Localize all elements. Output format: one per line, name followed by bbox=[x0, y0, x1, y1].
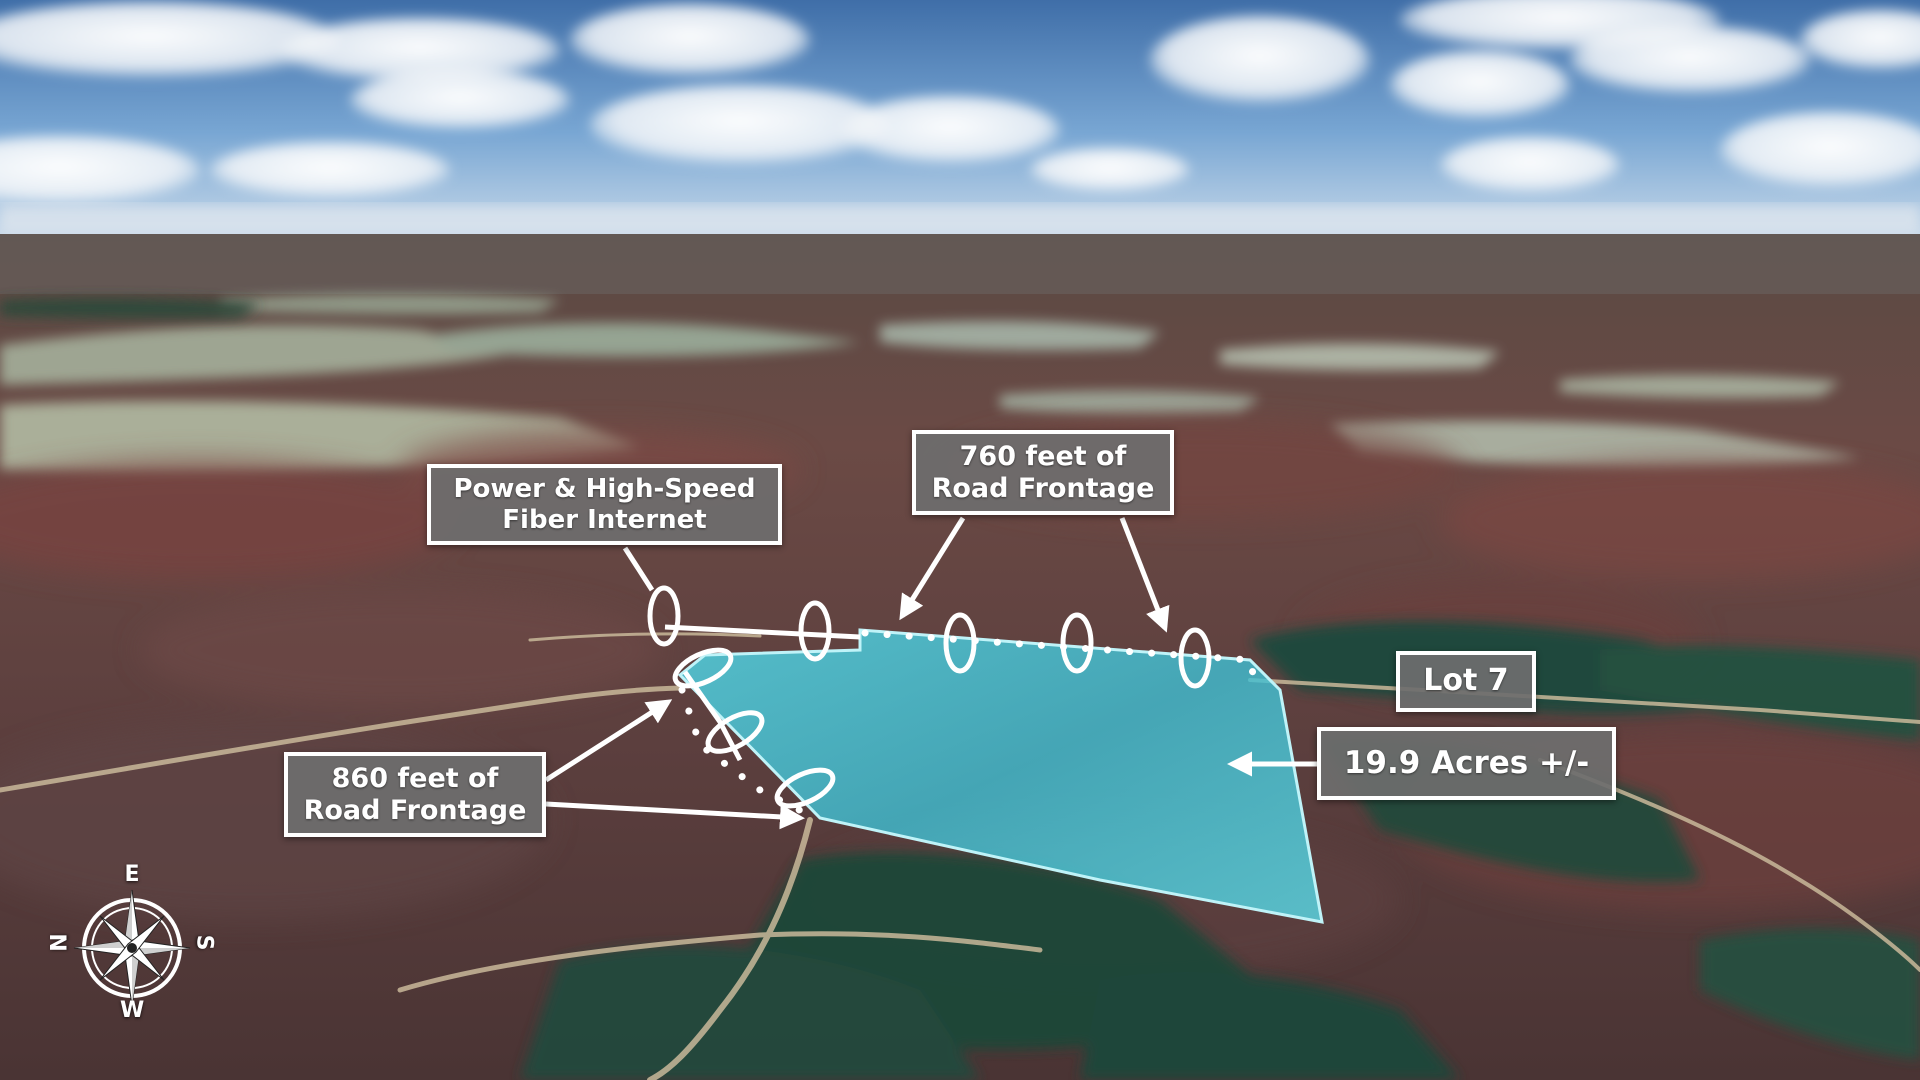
compass-top-letter: E bbox=[124, 862, 140, 887]
marker-corner bbox=[672, 647, 734, 689]
callout-lot-number: Lot 7 bbox=[1396, 651, 1536, 712]
compass-bottom-letter: W bbox=[120, 998, 145, 1023]
callout-arrows bbox=[544, 516, 1317, 830]
arrow-760-left bbox=[899, 516, 966, 621]
fields bbox=[0, 294, 1860, 473]
arrow-760-right bbox=[1119, 517, 1170, 633]
callout-power-internet: Power & High-Speed Fiber Internet bbox=[427, 464, 782, 545]
lot-label: Lot 7 bbox=[1423, 663, 1509, 699]
arrow-860-upper bbox=[544, 699, 673, 783]
compass-left-letter: N bbox=[47, 933, 73, 952]
marker-frontage-4 bbox=[1178, 627, 1212, 689]
compass-right-letter: S bbox=[191, 934, 217, 951]
marker-frontage-2 bbox=[943, 612, 977, 674]
arrow-860-lower bbox=[545, 801, 805, 830]
dark-forest bbox=[0, 297, 1920, 1080]
marker-frontage-3 bbox=[1060, 612, 1094, 674]
compass-icon bbox=[73, 889, 191, 1007]
roads bbox=[0, 632, 1920, 1080]
marker-frontage-1 bbox=[798, 600, 832, 662]
power-pointer-line bbox=[622, 546, 655, 592]
callout-power-line2: Fiber Internet bbox=[502, 504, 707, 535]
callout-860-line2: Road Frontage bbox=[303, 794, 527, 826]
compass-rose: E W N S bbox=[48, 862, 217, 1028]
lot-7-parcel[interactable] bbox=[677, 628, 1324, 924]
callout-860-frontage: 860 feet of Road Frontage bbox=[284, 752, 546, 837]
marker-power bbox=[647, 585, 681, 647]
callout-860-line1: 860 feet of bbox=[331, 763, 499, 795]
callout-acreage: 19.9 Acres +/- bbox=[1317, 727, 1616, 800]
marker-side-2 bbox=[774, 767, 836, 809]
clouds bbox=[0, 0, 1920, 204]
callout-760-line1: 760 feet of bbox=[959, 441, 1127, 473]
acres-label: 19.9 Acres +/- bbox=[1343, 744, 1590, 781]
marker-side-1 bbox=[705, 710, 765, 754]
callout-760-frontage: 760 feet of Road Frontage bbox=[912, 430, 1174, 515]
access-point-markers bbox=[647, 585, 1212, 809]
callout-760-line2: Road Frontage bbox=[931, 472, 1155, 504]
callout-power-line1: Power & High-Speed bbox=[453, 474, 756, 505]
